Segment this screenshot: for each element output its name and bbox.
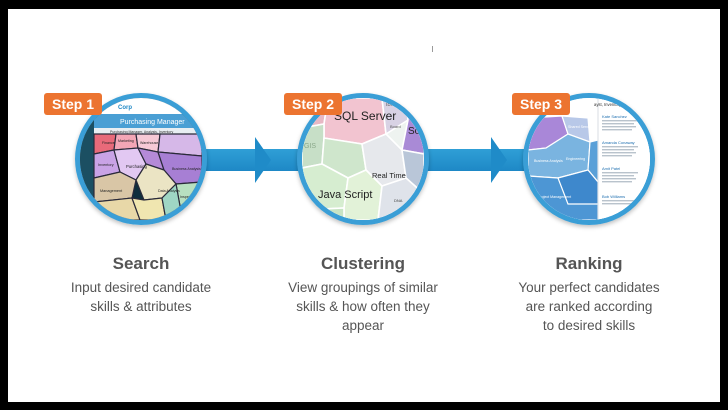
filter-header: ayst, Inventory <box>594 102 622 107</box>
description-line: Your perfect candidates <box>518 280 660 295</box>
step-1-badge: Step 1 <box>44 93 103 115</box>
cell-label: Data Analysis <box>158 189 180 193</box>
clustering-screenshot-circle: SQL Server Real Time Java Script IBM Boa… <box>297 93 429 225</box>
brand-text: Corp <box>118 105 132 111</box>
cell-label: Inventory <box>98 163 114 167</box>
cell-label: Project Management <box>538 195 571 199</box>
description-line: appear <box>341 318 385 333</box>
cell-label: GIS <box>304 143 316 150</box>
step-3-badge: Step 3 <box>512 93 571 115</box>
clustering-voronoi-view: SQL Server Real Time Java Script IBM Boa… <box>302 98 424 220</box>
candidate-name[interactable]: Amanda Conaway <box>602 140 635 145</box>
description-line: skills & how often they <box>296 299 430 314</box>
step-3-title: Ranking <box>555 254 623 273</box>
cell-label: Soc Eng <box>408 126 424 137</box>
cell-label: Finance <box>102 141 115 145</box>
cell-label: Shared Services <box>568 125 595 129</box>
description-line: Input desired candidate <box>70 280 212 295</box>
chevron-right-icon <box>491 137 507 183</box>
step-2-title: Clustering <box>320 254 406 273</box>
candidate-name[interactable]: Kate Sanchez <box>602 114 627 119</box>
ranking-screenshot-circle: ayst, Inventory Kate Sanchez Amanda Cona… <box>523 93 655 225</box>
cell-label: SQL Server <box>334 109 396 123</box>
cell-label: Purchasing <box>126 164 148 169</box>
cell-label: Engineering <box>566 157 585 161</box>
filter-text: Purchasing Manager, Analysis, Inventory <box>110 130 173 134</box>
step-3-description: Your perfect candidates are ranked accor… <box>489 278 689 335</box>
search-voronoi-view: Corp Purchasing Manager Purchasing Manag… <box>80 98 202 220</box>
cell-label: Business Analysis <box>534 159 563 163</box>
candidate-name[interactable]: Bob Williams <box>602 194 625 199</box>
cell-label: IBM <box>386 102 395 108</box>
cell-label: Real Time <box>372 171 406 180</box>
description-line: View groupings of similar <box>288 280 438 295</box>
cell-label: Marketing <box>118 139 134 143</box>
description-line: are ranked according <box>525 299 653 314</box>
cell-label: Java Script <box>318 189 372 201</box>
cell-label: Management <box>100 189 123 193</box>
slide: Corp Purchasing Manager Purchasing Manag… <box>8 9 720 402</box>
search-input[interactable]: Purchasing Manager <box>120 119 185 126</box>
cell-label: Inspec <box>180 195 191 199</box>
cell-label: Warehouse <box>140 141 158 145</box>
cell-label: Business Analysis <box>172 167 201 171</box>
description-line: skills & attributes <box>90 299 192 314</box>
step-2-description: View groupings of similar skills & how o… <box>263 278 463 335</box>
step-2-badge: Step 2 <box>284 93 343 115</box>
description-line: to desired skills <box>542 318 636 333</box>
candidate-name[interactable]: Amit Patel <box>602 166 620 171</box>
cell-label: DNA <box>394 198 403 203</box>
step-1-description: Input desired candidate skills & attribu… <box>41 278 241 316</box>
chevron-right-icon <box>255 137 271 183</box>
cell-label: Board <box>390 124 401 129</box>
step-1-title: Search <box>112 254 170 273</box>
ranking-list-view: ayst, Inventory Kate Sanchez Amanda Cona… <box>528 98 650 220</box>
search-screenshot-circle: Corp Purchasing Manager Purchasing Manag… <box>75 93 207 225</box>
cursor-mark <box>432 46 433 52</box>
